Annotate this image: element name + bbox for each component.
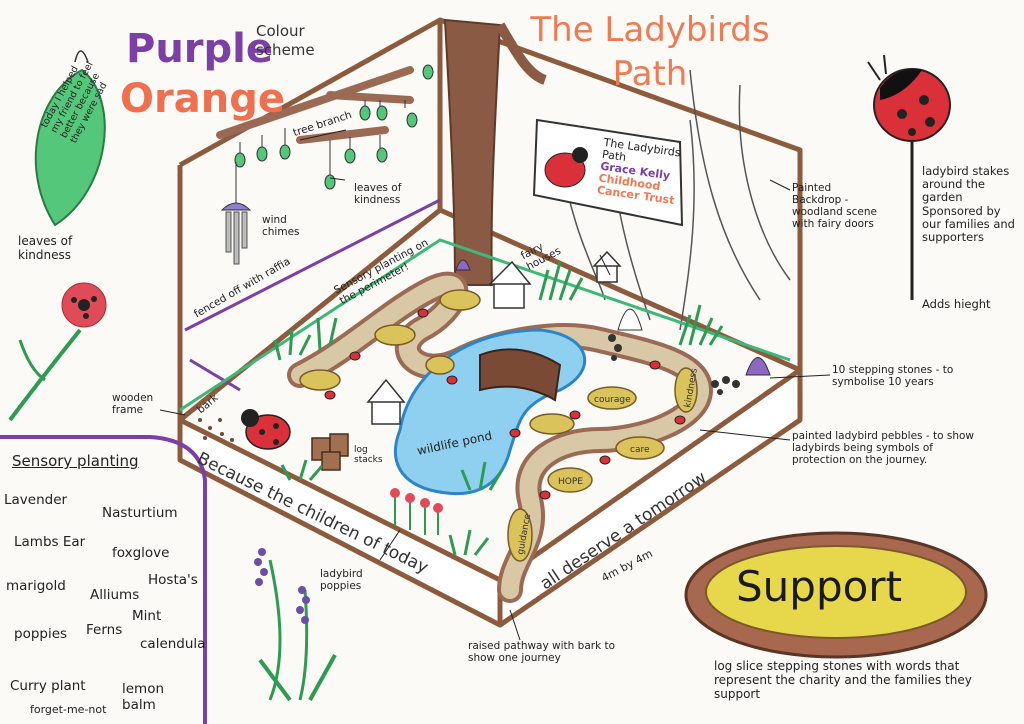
label-ladybird-stakes: ladybird stakes around the garden Sponso… — [922, 164, 1015, 245]
raffia-fence — [184, 198, 441, 392]
label-ladybird-poppies: ladybird poppies — [320, 568, 363, 593]
ladybird-poppies — [390, 488, 443, 535]
plant-item: marigold — [6, 578, 66, 594]
ladybird-stake — [867, 54, 951, 300]
wind-chimes — [220, 162, 252, 265]
leaves-of-kindness-hanging — [234, 64, 434, 190]
plant-item: Curry plant — [10, 678, 86, 694]
label-leaves-of-kindness-left: leaves of kindness — [18, 234, 73, 262]
poppy-flower — [8, 282, 107, 422]
label-painted-pebbles: painted ladybird pebbles - to show ladyb… — [792, 430, 974, 467]
leaf-of-kindness-tag — [34, 50, 106, 227]
grey-pebbles — [608, 334, 740, 395]
plant-item: Hosta's — [148, 572, 198, 588]
plant-item: Nasturtium — [102, 505, 178, 521]
tree-branch — [216, 66, 414, 144]
stone-hope: HOPE — [558, 477, 583, 487]
colour-purple: Purple — [126, 26, 273, 72]
lavender-plant — [254, 548, 337, 702]
plant-item: foxglove — [112, 545, 170, 561]
label-leaves-of-kindness-centre: leaves of kindness — [354, 182, 402, 207]
plant-item: lemon balm — [122, 681, 165, 713]
support-label: Support — [736, 562, 903, 611]
plant-item: Ferns — [86, 622, 123, 638]
painted-ladybird-pebbles — [324, 308, 686, 500]
bark-area — [198, 418, 234, 442]
plant-item: forget-me-not — [30, 703, 107, 716]
plant-item: Mint — [132, 608, 162, 624]
label-stepping-stones: 10 stepping stones - to symbolise 10 yea… — [832, 364, 954, 389]
annotation-leaders — [159, 129, 831, 641]
charity-sign-board — [532, 118, 684, 227]
sensory-planting-title: Sensory planting — [12, 452, 139, 470]
sign-text: The Ladybirds Path Grace Kelly Childhood… — [596, 136, 682, 207]
perimeter-line — [179, 238, 791, 412]
pathway-inner — [291, 275, 709, 599]
log-stacks — [311, 433, 349, 471]
page-title: The Ladybirds Path — [530, 10, 770, 94]
plant-item: calendula — [140, 636, 206, 652]
sensory-planting-border — [0, 435, 207, 724]
plant-item: Lavender — [4, 492, 68, 508]
support-log-slice — [684, 531, 988, 659]
plant-item: poppies — [14, 626, 68, 642]
wooden-bridge — [479, 348, 562, 402]
colour-scheme-label: Colour scheme — [256, 22, 315, 59]
fairy-house — [366, 250, 622, 425]
stone-care: care — [630, 445, 650, 455]
stepping-stones — [299, 289, 698, 562]
label-wooden-frame: wooden frame — [112, 392, 154, 417]
label-raised-pathway: raised pathway with bark to show one jou… — [468, 640, 616, 665]
label-log-slice: log slice stepping stones with words tha… — [714, 659, 972, 701]
colour-orange: Orange — [120, 76, 285, 122]
label-wind-chimes: wind chimes — [262, 214, 300, 239]
tree-trunk — [443, 18, 547, 286]
plants — [273, 261, 724, 556]
label-log-stacks: log stacks — [354, 445, 383, 466]
ladybird-stake-in-garden — [241, 409, 291, 450]
stone-courage: courage — [594, 395, 631, 405]
garden-box-frame — [177, 17, 803, 628]
backdrop-trees — [559, 69, 791, 331]
label-painted-backdrop: Painted Backdrop - woodland scene with f… — [792, 182, 877, 231]
label-adds-height: Adds hieght — [922, 297, 991, 311]
fairy-doors — [455, 259, 771, 376]
plant-item: Alliums — [90, 587, 140, 603]
plant-item: Lambs Ear — [14, 534, 86, 550]
